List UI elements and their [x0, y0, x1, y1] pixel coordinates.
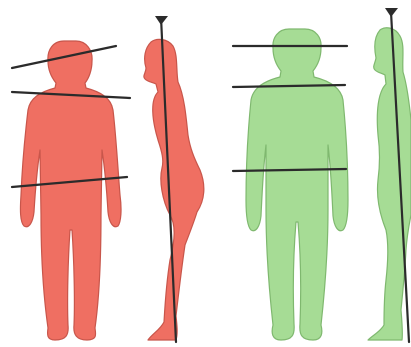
poor-posture-side-figure	[144, 16, 204, 342]
good-posture-side-figure	[368, 8, 411, 342]
poor-posture-front-figure	[12, 41, 130, 340]
plumb-line-marker-icon	[385, 8, 398, 17]
plumb-line-marker-icon	[155, 16, 168, 25]
good-posture-front-figure	[233, 29, 348, 340]
